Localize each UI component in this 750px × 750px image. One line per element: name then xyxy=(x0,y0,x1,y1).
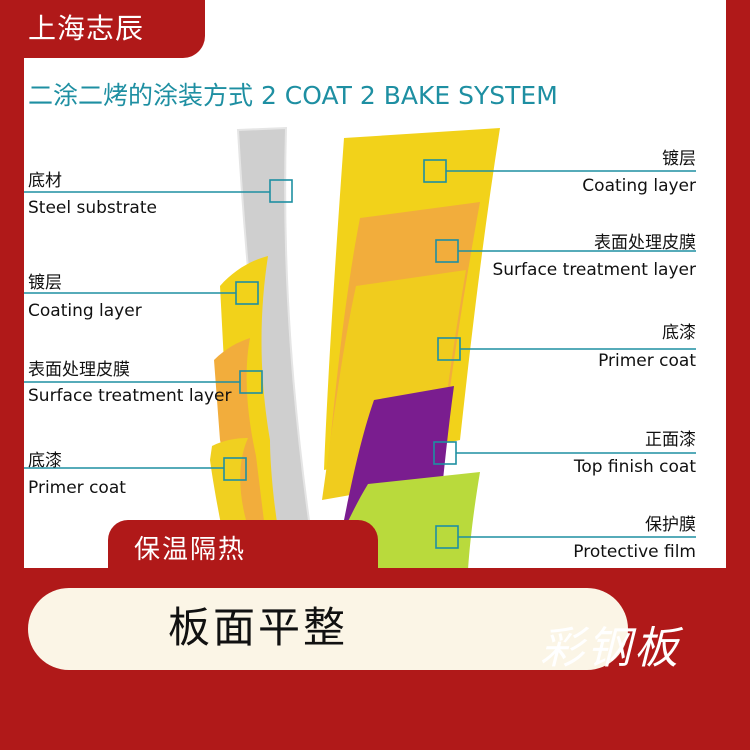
insulation-tag: 保温隔热 xyxy=(108,520,378,580)
label-left-primer-cn: 底漆 xyxy=(28,451,62,471)
marker-left-coating xyxy=(235,281,259,305)
feature-pill xyxy=(28,588,628,670)
feature-text: 板面平整 xyxy=(168,603,349,652)
brand-badge: 上海志辰 xyxy=(0,0,205,58)
marker-left-treatment xyxy=(239,370,263,394)
label-left-coating-cn: 镀层 xyxy=(28,273,62,293)
product-name: 彩钢板 xyxy=(540,623,681,674)
label-steel-cn: 底材 xyxy=(28,171,62,191)
label-right-coating-en: Coating layer xyxy=(582,176,696,196)
label-left-treatment-en: Surface treatment layer xyxy=(28,386,232,406)
label-left-coating-en: Coating layer xyxy=(28,301,142,321)
label-right-treatment-en: Surface treatment layer xyxy=(492,260,696,280)
marker-steel xyxy=(269,179,293,203)
label-top-finish-cn: 正面漆 xyxy=(645,430,696,450)
label-protective-cn: 保护膜 xyxy=(645,515,696,535)
marker-left-primer xyxy=(223,457,247,481)
label-top-finish-en: Top finish coat xyxy=(573,457,696,477)
diagram-title: 二涂二烤的涂装方式 2 COAT 2 BAKE SYSTEM xyxy=(28,81,558,110)
label-right-treatment-cn: 表面处理皮膜 xyxy=(594,233,696,253)
layer-diagram xyxy=(24,126,696,571)
label-right-primer-en: Primer coat xyxy=(598,351,696,371)
label-left-treatment-cn: 表面处理皮膜 xyxy=(28,360,130,380)
left-coating-layer xyxy=(220,256,286,570)
label-steel-en: Steel substrate xyxy=(28,198,157,218)
label-left-primer-en: Primer coat xyxy=(28,478,126,498)
label-right-primer-cn: 底漆 xyxy=(662,323,696,343)
label-protective-en: Protective film xyxy=(573,542,696,562)
label-right-coating-cn: 镀层 xyxy=(662,149,696,169)
